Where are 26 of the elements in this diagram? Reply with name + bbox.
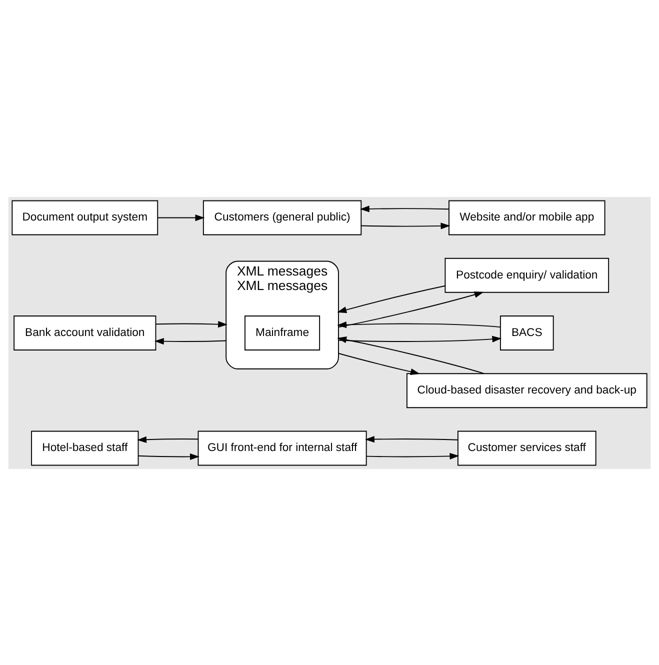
- arrow: [337, 284, 446, 313]
- node-box: Website and/or mobile app: [448, 200, 606, 235]
- node-box: Customers (general public): [202, 200, 362, 235]
- arrow: [360, 205, 450, 212]
- node-box: Postcode enquiry/ validation: [444, 257, 610, 292]
- arrow: [365, 435, 458, 442]
- node-box: Document output system: [12, 200, 158, 235]
- node-box: Bank account validation: [14, 315, 156, 350]
- node-box: Cloud-based disaster recovery and back-up: [406, 372, 648, 408]
- node-box: GUI front-end for internal staff: [198, 430, 367, 466]
- arrow: [338, 335, 502, 342]
- arrow: [157, 214, 205, 221]
- arrow: [138, 452, 200, 460]
- arrow: [366, 452, 460, 459]
- arrow: [360, 222, 450, 229]
- arrow: [337, 320, 501, 328]
- arrow: [137, 436, 198, 442]
- node-box: BACS: [500, 315, 554, 350]
- node-box: Hotel-based staff: [31, 430, 139, 466]
- arrow: [338, 290, 484, 328]
- arrow: [337, 336, 485, 374]
- arrow: [154, 338, 227, 344]
- arrow: [338, 352, 420, 374]
- node-box: Customer services staff: [457, 430, 596, 466]
- node-box: Mainframe: [244, 315, 320, 350]
- arrow: [155, 320, 228, 328]
